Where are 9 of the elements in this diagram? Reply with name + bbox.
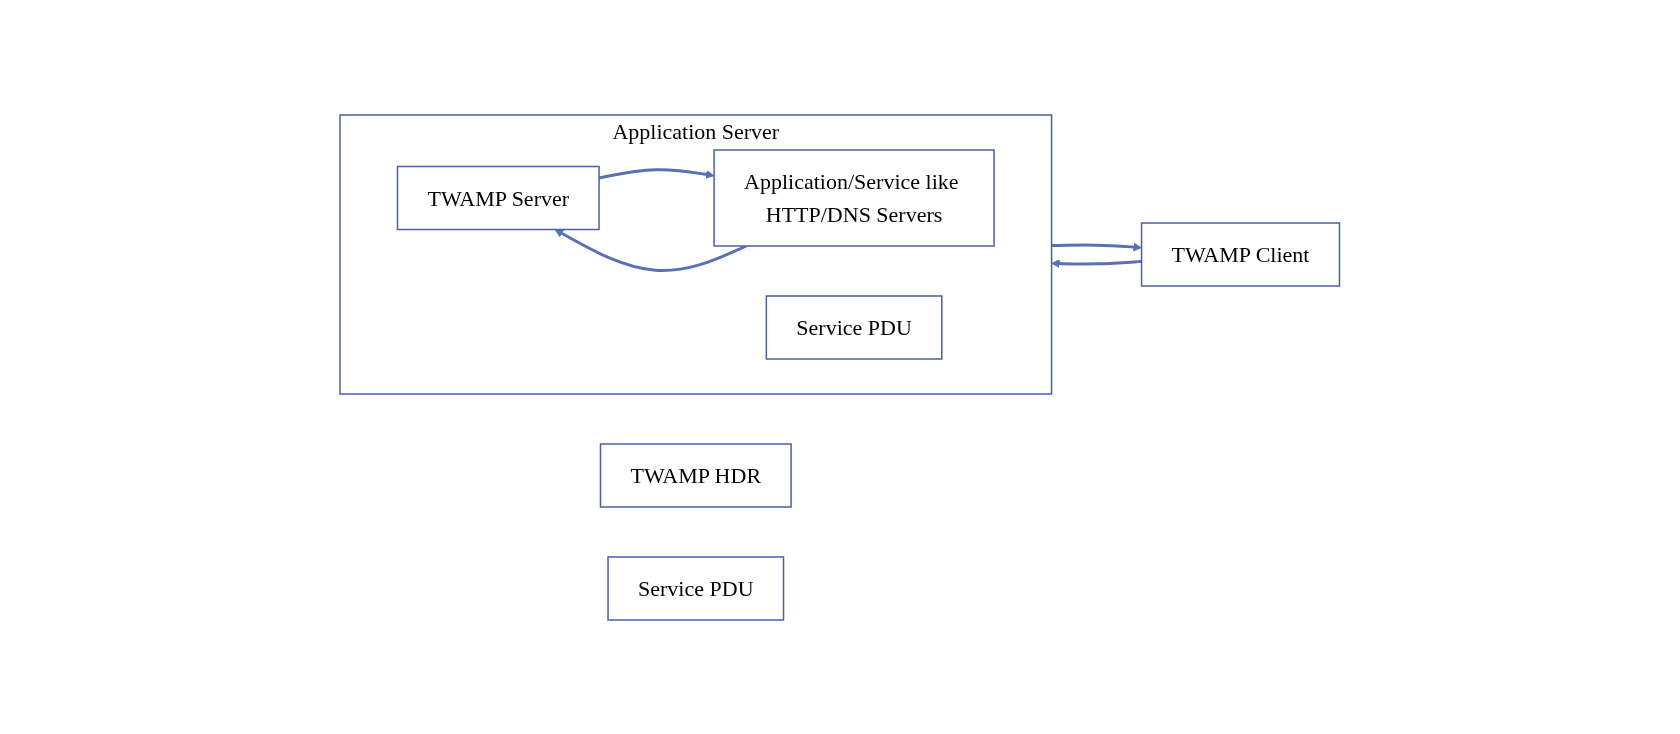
node-box: Service PDU: [765, 294, 943, 360]
arrow: [554, 228, 748, 272]
node-box: TWAMP Client: [1141, 221, 1341, 287]
node-box: Service PDU: [607, 555, 785, 621]
arrow: [1051, 258, 1142, 268]
node-box: TWAMP HDR: [600, 442, 793, 508]
arrow: [599, 167, 715, 179]
node-box: TWAMP Server: [397, 165, 601, 230]
node-box: Application/Service like HTTP/DNS Servers: [713, 148, 996, 247]
